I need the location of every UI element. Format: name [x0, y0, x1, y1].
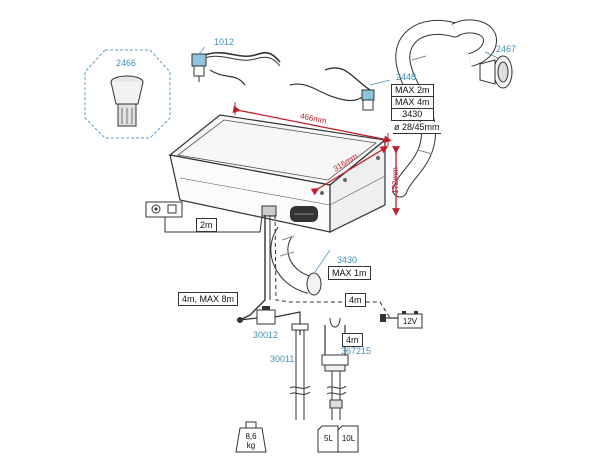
- part-2466-control-knob: [84, 49, 171, 139]
- part-367215-tank-cap: [321, 317, 349, 420]
- control-panel: [145, 201, 263, 233]
- part-30011-fuel-line: [289, 323, 311, 420]
- cable-length-panel: 2m: [196, 218, 217, 232]
- part-label-2466: 2466: [116, 58, 137, 68]
- label-leaders: [198, 46, 391, 273]
- weight-icon: [235, 421, 267, 453]
- part-label-2448: 2448: [396, 72, 417, 82]
- tank-small-label: 5L: [324, 434, 333, 443]
- spec-hose-part: 3430: [391, 108, 434, 121]
- part-2467-air-outlet: [479, 51, 513, 89]
- weight-readout: 8,6 kg: [240, 432, 262, 450]
- part-label-2467: 2467: [496, 44, 517, 54]
- battery-voltage: 12V: [402, 317, 418, 326]
- dimension-lines: [232, 102, 400, 216]
- spec-hose-diameter-wrap: ø 28/45mm: [393, 122, 441, 134]
- part-label-3430: 3430: [337, 255, 358, 265]
- spec-hose-max: MAX 4m: [391, 96, 434, 108]
- part-label-30011: 30011: [270, 354, 295, 364]
- dimension-height: 172mm: [390, 167, 400, 194]
- part-3430-exhaust: [270, 226, 322, 296]
- cable-length-power: 4m: [345, 293, 366, 307]
- part-1012-sensor: [191, 51, 281, 86]
- weight-value: 8,6: [245, 432, 257, 441]
- tank-large-label: 10L: [341, 434, 356, 443]
- part-label-1012: 1012: [214, 37, 235, 47]
- hose-spec-stack: MAX 2m MAX 4m 3430: [391, 84, 434, 121]
- fuel-jerry-cans: [317, 425, 359, 453]
- cable-length-tank: 4m: [342, 333, 363, 347]
- wiring-harness: [239, 214, 400, 322]
- part-2448-sensor: [289, 67, 375, 111]
- weight-unit: kg: [246, 441, 256, 450]
- duct-max-length: MAX 1m: [328, 266, 371, 280]
- battery-icon: [397, 311, 423, 329]
- spec-pump-max: MAX 2m: [391, 84, 434, 96]
- part-label-30012: 30012: [253, 330, 279, 340]
- spec-hose-diameter: ø 28/45mm: [393, 122, 441, 134]
- cable-length-pump: 4m, MAX 8m: [178, 292, 239, 306]
- part-label-367215: 367215: [341, 346, 372, 356]
